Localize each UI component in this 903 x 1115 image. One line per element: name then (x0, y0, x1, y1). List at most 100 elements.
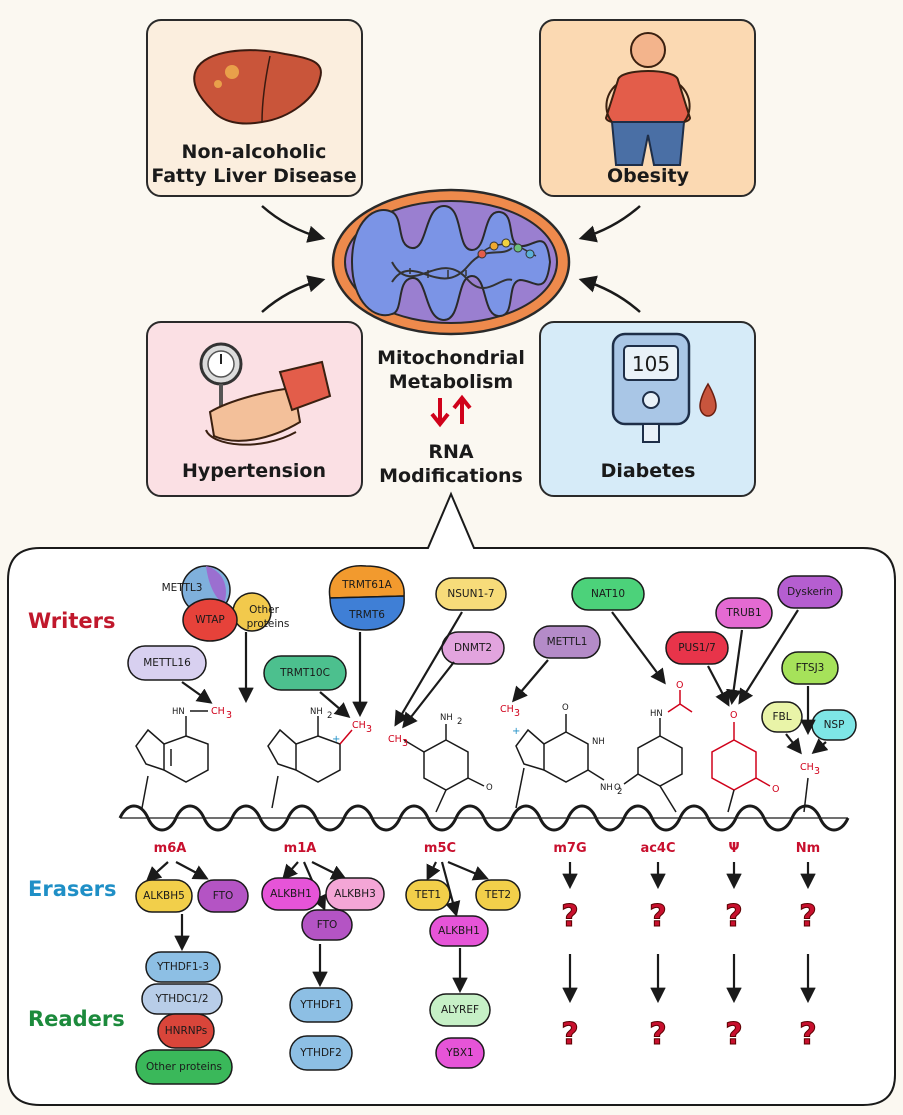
svg-text:YBX1: YBX1 (445, 1047, 474, 1059)
svg-text:2: 2 (457, 717, 462, 727)
ythdf13-blob: YTHDF1-3 (145, 951, 221, 983)
svg-text:FTSJ3: FTSJ3 (796, 662, 825, 674)
svg-text:YTHDC1/2: YTHDC1/2 (154, 993, 208, 1005)
mod-label-m1a: m1A (284, 841, 317, 856)
svg-text:2: 2 (327, 711, 332, 721)
m6a-structure (135, 716, 209, 809)
nafld-box: Non-alcoholic Fatty Liver Disease (146, 19, 363, 197)
trmt10c-blob: TRMT10C (263, 655, 347, 691)
obese-person-icon (604, 32, 692, 166)
svg-text:Dyskerin: Dyskerin (787, 586, 833, 598)
svg-text:CH: CH (211, 706, 225, 717)
arrow-nsp (811, 738, 829, 754)
svg-text:+: + (332, 734, 340, 745)
blood-drop-icon (699, 382, 717, 417)
unknown-reader-m7g: ? (561, 1017, 578, 1052)
obesity-box: Obesity (539, 19, 756, 197)
hypertension-box: Hypertension (146, 321, 363, 497)
arrow-diabetes (578, 275, 641, 313)
arrow-nsun (394, 611, 463, 727)
writers-heading: Writers (28, 609, 116, 633)
svg-text:YTHDF1-3: YTHDF1-3 (156, 961, 209, 973)
unknown-reader-ac4c: ? (649, 1017, 666, 1052)
arrow-pus (707, 665, 730, 707)
arrow-nat10 (611, 611, 666, 685)
mod-label-ac4c: ac4C (640, 841, 675, 856)
svg-text:3: 3 (366, 724, 372, 735)
svg-text:NSP: NSP (824, 719, 845, 731)
svg-text:CH: CH (352, 720, 366, 731)
svg-text:2: 2 (617, 787, 622, 797)
bidirectional-arrow-icon (430, 394, 472, 428)
svg-text:METTL1: METTL1 (547, 636, 588, 648)
unknown-eraser-nm: ? (799, 899, 816, 934)
mitochondrion-icon (331, 188, 571, 336)
svg-text:3: 3 (402, 738, 408, 749)
svg-text:TRMT6: TRMT6 (348, 609, 385, 621)
nat10-blob: NAT10 (571, 577, 645, 611)
dnmt2-blob: DNMT2 (441, 631, 505, 665)
mettl16-blob: METTL16 (127, 645, 207, 681)
center-label-3: RNA (428, 441, 474, 463)
svg-text:O: O (772, 784, 779, 795)
svg-text:CH: CH (500, 704, 514, 715)
alkbh1-blob-m5c: ALKBH1 (429, 915, 489, 947)
unknown-reader-psi: ? (725, 1017, 742, 1052)
svg-text:DNMT2: DNMT2 (454, 642, 492, 654)
arrow-nafld (261, 205, 326, 243)
trub1-blob: TRUB1 (715, 597, 773, 629)
arrow-fbl (785, 733, 802, 755)
nsun-blob: NSUN1-7 (435, 577, 507, 611)
pseudouridine-structure (711, 722, 771, 813)
svg-text:ALYREF: ALYREF (441, 1004, 479, 1016)
ythdf2-blob: YTHDF2 (289, 1035, 353, 1071)
arrow-mettl1 (512, 659, 549, 703)
ybx1-blob: YBX1 (435, 1037, 485, 1069)
alyref-blob: ALYREF (429, 993, 491, 1027)
svg-text:NH: NH (600, 783, 613, 793)
arrow-trub1 (726, 629, 744, 706)
arrow-trmt10c (319, 691, 351, 719)
svg-text:O: O (486, 783, 493, 793)
svg-text:PUS1/7: PUS1/7 (678, 642, 716, 654)
mettl1-blob: METTL1 (533, 625, 601, 659)
m5c-structure (403, 724, 485, 813)
svg-text:TET1: TET1 (414, 889, 441, 901)
glucose-meter-icon: 105 (611, 332, 691, 443)
hypertension-label: Hypertension (182, 460, 326, 482)
center-label-1: Mitochondrial (377, 347, 525, 369)
nafld-label-1: Non-alcoholic (182, 141, 327, 163)
mod-label-nm: Nm (796, 841, 820, 856)
center-label-2: Metabolism (389, 371, 513, 393)
svg-text:YTHDF1: YTHDF1 (299, 999, 342, 1011)
mod-label-m7g: m7G (553, 841, 586, 856)
tet1-blob: TET1 (405, 879, 451, 911)
svg-text:HN: HN (650, 709, 663, 719)
mod-label-psi: Ψ (728, 841, 739, 856)
other-proteins-label-2: proteins (247, 618, 290, 630)
m1a-structure (267, 716, 341, 809)
erasers-heading: Erasers (28, 877, 116, 901)
svg-text:ALKBH1: ALKBH1 (438, 925, 480, 937)
center-label-4: Modifications (379, 465, 523, 487)
svg-text:TET2: TET2 (484, 889, 511, 901)
svg-text:FBL: FBL (772, 711, 791, 723)
svg-text:METTL16: METTL16 (143, 657, 191, 669)
mod-label-m6a: m6A (154, 841, 187, 856)
svg-text:FTO: FTO (317, 919, 338, 931)
unknown-eraser-psi: ? (725, 899, 742, 934)
svg-text:TRUB1: TRUB1 (725, 607, 761, 619)
svg-text:ALKBH5: ALKBH5 (143, 890, 185, 902)
svg-text:HN: HN (172, 707, 185, 717)
tet2-blob: TET2 (475, 879, 521, 911)
svg-text:NH: NH (310, 707, 323, 717)
svg-text:NSUN1-7: NSUN1-7 (447, 588, 494, 600)
svg-text:O: O (614, 783, 621, 793)
diabetes-label: Diabetes (601, 460, 696, 482)
arrow-dyskerin (738, 609, 799, 705)
unknown-eraser-ac4c: ? (649, 899, 666, 934)
nafld-label-2: Fatty Liver Disease (151, 165, 356, 187)
m7g-structure (515, 714, 605, 809)
svg-text:O: O (676, 680, 683, 691)
